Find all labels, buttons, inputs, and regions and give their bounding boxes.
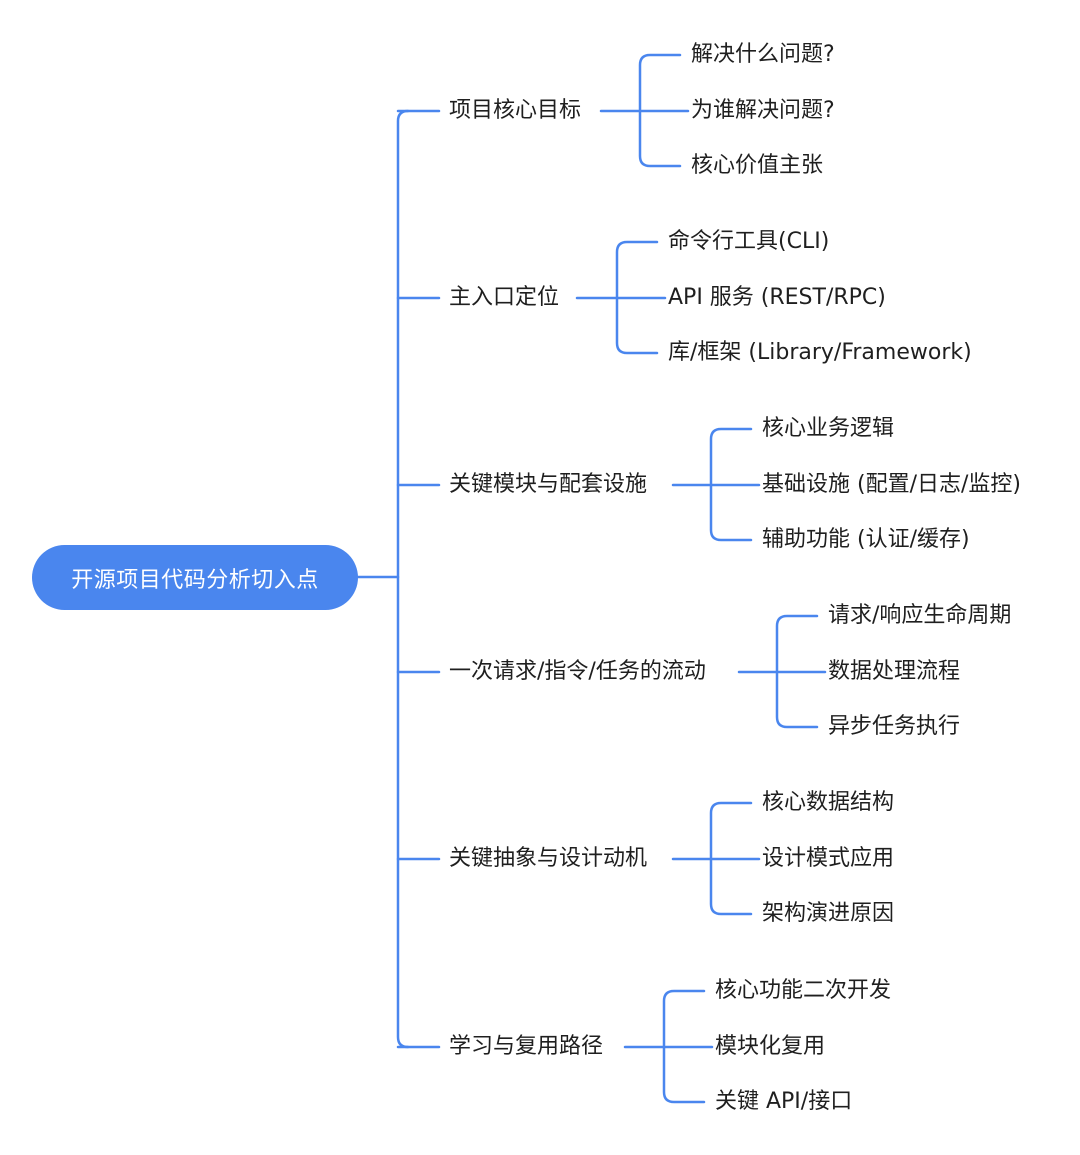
leaf-bracket	[615, 240, 659, 355]
leaf-bracket	[709, 801, 753, 916]
branch-node-learning-path[interactable]: 学习与复用路径	[449, 1034, 604, 1059]
root-node-label: 开源项目代码分析切入点	[71, 567, 319, 593]
leaf-bracket	[709, 427, 753, 542]
leaf-node[interactable]: 核心数据结构	[762, 790, 895, 815]
leaf-node[interactable]: 辅助功能 (认证/缓存)	[762, 527, 970, 552]
leaf-node[interactable]: 解决什么问题?	[691, 42, 835, 67]
branch-node-project-goal[interactable]: 项目核心目标	[449, 98, 582, 123]
leaf-node[interactable]: 数据处理流程	[828, 659, 961, 684]
leaf-node[interactable]: 异步任务执行	[828, 714, 961, 739]
leaf-node[interactable]: 核心价值主张	[691, 153, 824, 178]
leaf-node[interactable]: 为谁解决问题?	[691, 98, 835, 123]
leaf-node[interactable]: API 服务 (REST/RPC)	[668, 285, 886, 310]
leaf-node[interactable]: 核心功能二次开发	[715, 978, 892, 1003]
branch-node-key-modules[interactable]: 关键模块与配套设施	[449, 472, 648, 497]
leaf-bracket	[775, 614, 819, 729]
leaf-node[interactable]: 关键 API/接口	[715, 1089, 853, 1114]
leaf-node[interactable]: 命令行工具(CLI)	[668, 229, 830, 254]
leaf-bracket	[638, 53, 682, 168]
leaf-node[interactable]: 库/框架 (Library/Framework)	[668, 340, 972, 365]
leaf-node[interactable]: 架构演进原因	[762, 901, 895, 926]
branch-node-main-entry[interactable]: 主入口定位	[449, 285, 560, 310]
trunk-line	[396, 109, 410, 1049]
leaf-node[interactable]: 模块化复用	[715, 1034, 826, 1059]
leaf-bracket	[662, 989, 706, 1104]
leaf-node[interactable]: 核心业务逻辑	[762, 416, 895, 441]
leaf-node[interactable]: 基础设施 (配置/日志/监控)	[762, 472, 1021, 497]
branch-node-request-flow[interactable]: 一次请求/指令/任务的流动	[449, 659, 706, 684]
root-node[interactable]: 开源项目代码分析切入点	[32, 545, 358, 610]
leaf-node[interactable]: 请求/响应生命周期	[828, 603, 1012, 628]
leaf-node[interactable]: 设计模式应用	[762, 846, 895, 871]
branch-node-key-abstractions[interactable]: 关键抽象与设计动机	[449, 846, 648, 871]
